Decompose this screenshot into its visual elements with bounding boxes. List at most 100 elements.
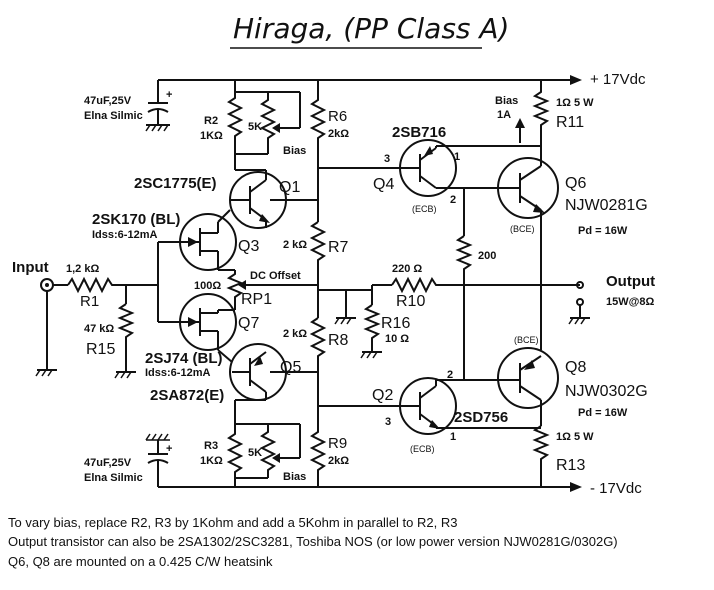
capacitor-top-polarity: + — [166, 89, 172, 101]
q4-pinout: (ECB) — [412, 204, 437, 214]
q3-spec: Idss:6-12mA — [92, 229, 157, 241]
r13-ref: R13 — [556, 457, 585, 474]
title: Hiraga, (PP Class A) — [233, 12, 509, 45]
q6-part: NJW0281G — [565, 197, 648, 214]
q2-pin-b: 3 — [385, 416, 391, 428]
r3-value: 1KΩ — [200, 455, 223, 467]
r16-value: 10 Ω — [385, 333, 409, 345]
trim-bottom-value: 5K — [248, 447, 262, 459]
r200-value: 200 — [478, 250, 496, 262]
bias-current-value: 1A — [497, 109, 511, 121]
rp1-ref: RP1 — [241, 291, 272, 308]
r15-ref: R15 — [86, 341, 115, 358]
q3-ref: Q3 — [238, 238, 259, 255]
r2-value: 1KΩ — [200, 130, 223, 142]
r16-ref: R16 — [381, 315, 410, 332]
note-1: To vary bias, replace R2, R3 by 1Kohm an… — [8, 515, 457, 530]
note-3: Q6, Q8 are mounted on a 0.425 C/W heatsi… — [8, 554, 273, 569]
q8-pd: Pd = 16W — [578, 407, 628, 419]
r11-ref: R11 — [556, 114, 584, 131]
q2-pin-c: 2 — [447, 369, 453, 381]
r9-value: 2kΩ — [328, 455, 349, 467]
capacitor-bottom — [145, 433, 170, 487]
r3-ref: R3 — [204, 440, 218, 452]
negative-rail-label: - 17Vdc — [590, 480, 642, 497]
q3-part: 2SK170 (BL) — [92, 211, 180, 228]
q1-ref: Q1 — [279, 179, 300, 196]
q4-pin-b: 3 — [384, 153, 390, 165]
q2-pinout: (ECB) — [410, 444, 435, 454]
dc-offset-label: DC Offset — [250, 270, 301, 282]
r11-value: 1Ω 5 W — [556, 97, 594, 109]
q2-part: 2SD756 — [454, 409, 508, 426]
r15-value: 47 kΩ — [84, 323, 114, 335]
q8-transistor — [464, 347, 559, 409]
bias-bottom-label: Bias — [283, 471, 306, 483]
q6-pinout: (BCE) — [510, 224, 535, 234]
r1-resistor — [67, 242, 159, 322]
positive-rail-label: + 17Vdc — [590, 71, 646, 88]
r200-resistor — [455, 188, 473, 380]
capacitor-top-type: Elna Silmic — [84, 110, 143, 122]
output-label: Output — [606, 273, 655, 290]
q5-ref: Q5 — [280, 359, 301, 376]
q7-spec: Idss:6-12mA — [145, 367, 210, 379]
note-2: Output transistor can also be 2SA1302/2S… — [8, 534, 618, 549]
q7-ref: Q7 — [238, 315, 259, 332]
q6-ref: Q6 — [565, 175, 586, 192]
output-column — [515, 80, 580, 487]
q6-transistor — [464, 157, 559, 219]
r7-value: 2 kΩ — [283, 239, 307, 251]
q7-part: 2SJ74 (BL) — [145, 350, 223, 367]
input-jack — [35, 278, 68, 377]
q8-ref: Q8 — [565, 359, 586, 376]
r13-value: 1Ω 5 W — [556, 431, 594, 443]
q6-pd: Pd = 16W — [578, 225, 628, 237]
q2-ref: Q2 — [372, 387, 393, 404]
r8-value: 2 kΩ — [283, 328, 307, 340]
q8-part: NJW0302G — [565, 383, 648, 400]
r10-ref: R10 — [396, 293, 425, 310]
r6-ref: R6 — [328, 108, 347, 125]
capacitor-bottom-polarity: + — [166, 443, 172, 455]
input-label: Input — [12, 259, 49, 276]
q8-pinout: (BCE) — [514, 335, 539, 345]
q5-part: 2SA872(E) — [150, 387, 224, 404]
r7-ref: R7 — [328, 239, 349, 256]
midpoint-network — [318, 276, 541, 359]
bias-block-top — [226, 80, 301, 170]
q4-part: 2SB716 — [392, 124, 446, 141]
r1-value: 1,2 kΩ — [66, 263, 99, 275]
q2-transistor — [318, 377, 541, 435]
q4-pin-e: 1 — [454, 151, 460, 163]
q2-pin-e: 1 — [450, 431, 456, 443]
positive-rail — [158, 75, 582, 85]
negative-rail — [158, 482, 582, 492]
q7-jfet — [158, 293, 237, 363]
capacitor-top-value: 47uF,25V — [84, 95, 132, 107]
r8-ref: R8 — [328, 332, 349, 349]
bias-block-bottom — [226, 400, 301, 487]
q3-jfet — [158, 209, 237, 271]
rp1-potentiometer — [218, 269, 318, 311]
r1-ref: R1 — [80, 293, 99, 310]
r10-value: 220 Ω — [392, 263, 422, 275]
bias-current-label: Bias — [495, 95, 518, 107]
resistor-chain — [309, 80, 327, 487]
q1-transistor — [229, 169, 318, 229]
q4-ref: Q4 — [373, 176, 394, 193]
q4-pin-c: 2 — [450, 194, 456, 206]
trim-top-value: 5K — [248, 121, 262, 133]
capacitor-bottom-value: 47uF,25V — [84, 457, 132, 469]
capacitor-bottom-type: Elna Silmic — [84, 472, 143, 484]
r2-ref: R2 — [204, 115, 218, 127]
output-power: 15W@8Ω — [606, 296, 654, 308]
r15-resistor — [114, 285, 136, 379]
bias-top-label: Bias — [283, 145, 306, 157]
q1-part: 2SC1775(E) — [134, 175, 217, 192]
q4-transistor — [318, 139, 541, 197]
output-terminal — [568, 281, 590, 325]
r6-value: 2kΩ — [328, 128, 349, 140]
q5-transistor — [229, 343, 318, 401]
